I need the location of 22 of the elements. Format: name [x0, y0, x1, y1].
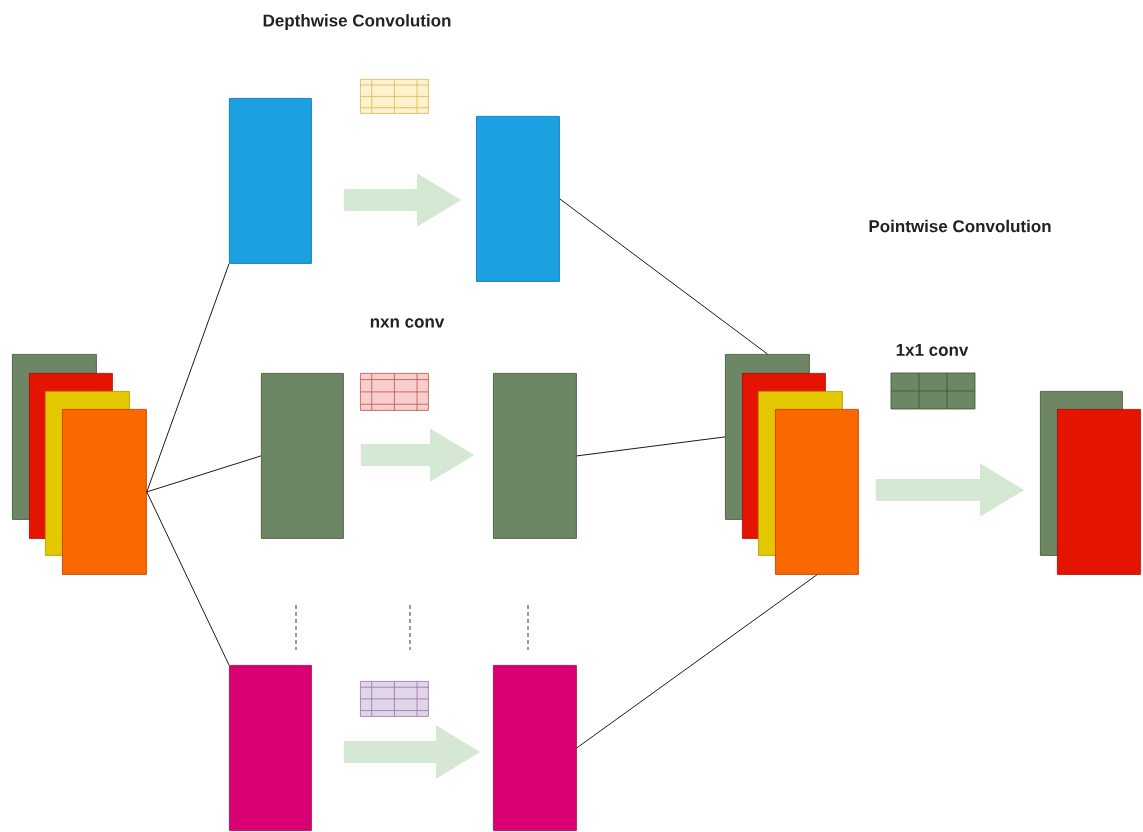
feature-map	[775, 409, 859, 575]
feature-map	[62, 409, 147, 575]
feature-map	[476, 116, 560, 282]
heading-label: Pointwise Convolution	[869, 219, 1051, 233]
feature-map	[261, 373, 344, 539]
heading-label: 1x1 conv	[896, 344, 969, 356]
kernel-grid	[360, 79, 429, 114]
connector-line	[559, 198, 768, 355]
connector-line	[576, 436, 726, 457]
kernel-grid	[360, 681, 429, 717]
connector-line	[146, 263, 230, 493]
feature-map	[229, 665, 312, 831]
feature-map	[229, 98, 312, 264]
heading-label: Depthwise Convolution	[263, 14, 451, 30]
connector-line	[576, 574, 818, 749]
feature-map	[493, 373, 577, 539]
kernel-grid	[360, 373, 429, 411]
feature-map	[493, 665, 577, 831]
connector-line	[146, 491, 230, 666]
feature-map	[1057, 409, 1141, 575]
connector-line	[146, 455, 262, 493]
heading-label: nxn conv	[370, 318, 445, 328]
